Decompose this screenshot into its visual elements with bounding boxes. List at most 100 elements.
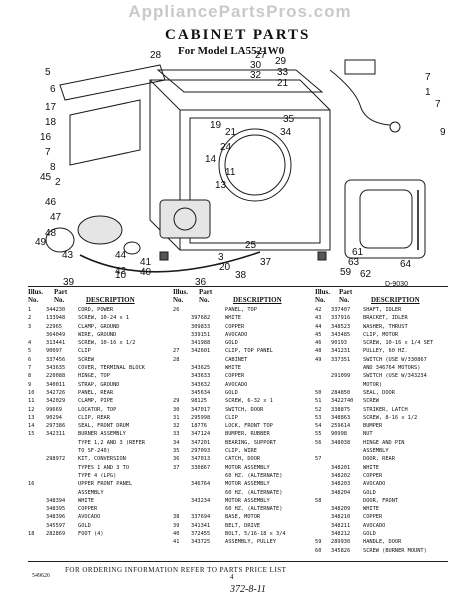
part-description: HANDLE, DOOR — [363, 539, 402, 546]
part-description: ASSEMBLY — [78, 489, 104, 496]
part-number: 348394 — [46, 497, 66, 504]
part-description: BOLT, 5/16-18 x 3/4 — [225, 531, 286, 538]
part-number: 343485 — [331, 331, 351, 338]
part-description: STRAP, GROUND — [78, 381, 120, 388]
svg-text:27: 27 — [255, 50, 267, 61]
svg-text:6: 6 — [50, 84, 56, 95]
part-number: 348203 — [331, 481, 351, 488]
part-number: 18776 — [191, 423, 207, 430]
svg-text:39: 39 — [63, 277, 75, 288]
table-row: TYPE 1,2 AND 3 (REFER — [28, 439, 168, 447]
illus-number: 32 — [173, 423, 180, 430]
drive-belt — [79, 251, 261, 273]
part-description: CORD, POWER — [78, 307, 114, 313]
svg-text:28: 28 — [150, 50, 162, 61]
illus-number: 35 — [173, 448, 180, 455]
part-description: BEARING, SUPPORT — [225, 439, 277, 446]
part-number: 298972 — [46, 456, 66, 463]
part-description: COPPER — [225, 373, 245, 380]
illus-number: 30 — [173, 406, 180, 413]
part-number: 348863 — [331, 414, 351, 421]
part-description: ASSEMBLY, PULLEY — [225, 539, 277, 546]
part-description: SCREW — [78, 356, 94, 363]
part-description: PULLEY, 60 HZ. — [363, 348, 408, 355]
svg-text:30: 30 — [250, 60, 262, 71]
svg-text:36: 36 — [195, 277, 207, 288]
part-description: SWITCH (USE W/330867 — [363, 356, 427, 363]
svg-text:64: 64 — [400, 259, 412, 270]
idler-pulley — [123, 241, 141, 255]
part-description: WIRE, GROUND — [78, 331, 117, 338]
illus-number: 10 — [28, 389, 35, 396]
table-header: Illus. No. Part No. DESCRIPTION — [173, 288, 282, 304]
part-description: BURNER ASSEMBLY — [78, 431, 126, 438]
part-number: 343632 — [191, 381, 211, 388]
part-description: SCREW, 6-32 x 1 — [225, 398, 273, 405]
table-row: AND 346764 MOTORS) — [315, 364, 452, 372]
part-description: CATCH, DOOR — [225, 456, 261, 463]
part-number: 342311 — [46, 431, 66, 438]
illus-number: 7 — [28, 365, 32, 372]
part-description: MOTOR ASSEMBLY — [225, 481, 270, 488]
table-row: 60 HZ. (ALTERNATE) — [173, 489, 308, 497]
part-description: WHITE — [225, 365, 241, 372]
part-description: CABINET — [225, 356, 248, 363]
handwritten-note: 372-8-11 — [230, 584, 266, 595]
part-description: WHITE — [225, 315, 241, 322]
svg-text:47: 47 — [50, 212, 62, 223]
part-number: 90193 — [331, 340, 347, 347]
part-description: SCREW, 10-24 x 1 — [78, 315, 130, 322]
part-description: TYPES 1 AND 3 TO — [78, 464, 130, 471]
svg-text:34: 34 — [280, 127, 292, 138]
svg-text:16: 16 — [40, 132, 52, 143]
part-description: NUT — [363, 431, 373, 438]
svg-text:44: 44 — [115, 250, 127, 261]
svg-text:38: 38 — [235, 270, 247, 281]
part-description: AVOCADO — [363, 481, 386, 488]
part-number: 348210 — [331, 514, 351, 521]
part-number: 348204 — [331, 489, 351, 496]
part-number: 330867 — [191, 464, 211, 471]
part-number: 90294 — [46, 414, 62, 421]
part-description: LOCK, FRONT TOP — [225, 423, 273, 430]
part-description: AVOCADO — [363, 522, 386, 529]
svg-text:1: 1 — [425, 87, 431, 98]
part-number: 337916 — [331, 315, 351, 322]
part-description: STRIKER, LATCH — [363, 406, 408, 413]
svg-text:19: 19 — [210, 120, 222, 131]
table-header: Illus. No. Part No. DESCRIPTION — [315, 288, 420, 304]
part-description: BELT, DRIVE — [225, 522, 261, 529]
part-description: AND 346764 MOTORS) — [363, 365, 421, 372]
part-description: SEAL, DOOR — [363, 389, 395, 396]
svg-text:7: 7 — [425, 72, 431, 83]
